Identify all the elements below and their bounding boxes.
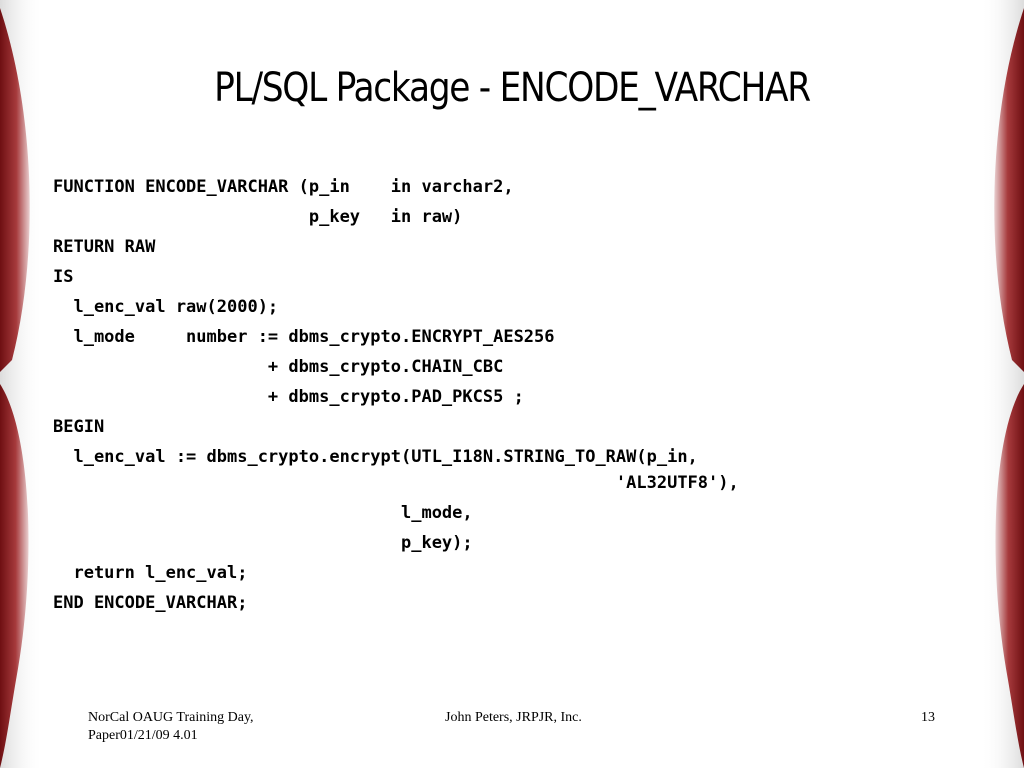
right-lower-swoosh — [995, 384, 1024, 768]
footer-event-info: NorCal OAUG Training Day, Paper01/21/09 … — [88, 709, 348, 745]
left-lower-swoosh — [0, 384, 29, 768]
code-line: l_enc_val := dbms_crypto.encrypt(UTL_I18… — [53, 447, 698, 467]
right-upper-swoosh — [994, 8, 1024, 372]
code-line: IS — [53, 267, 74, 287]
code-line: l_enc_val raw(2000); — [53, 297, 279, 317]
code-line: l_mode, — [53, 503, 473, 523]
code-line: RETURN RAW — [53, 237, 156, 257]
right-side-shade — [980, 0, 1024, 768]
code-line: p_key); — [53, 533, 473, 553]
code-line: p_key in raw) — [53, 207, 463, 227]
footer-author: John Peters, JRPJR, Inc. — [445, 710, 582, 725]
code-line: + dbms_crypto.PAD_PKCS5 ; — [53, 387, 524, 407]
code-line: l_mode number := dbms_crypto.ENCRYPT_AES… — [53, 327, 555, 347]
code-line: BEGIN — [53, 417, 105, 437]
slide-title: PL/SQL Package - ENCODE_VARCHAR — [214, 65, 811, 111]
code-line: + dbms_crypto.CHAIN_CBC — [53, 357, 504, 377]
left-side-shade — [0, 0, 44, 768]
left-upper-swoosh — [0, 8, 30, 372]
footer-event-line: NorCal OAUG Training Day, — [88, 710, 254, 725]
code-line: END ENCODE_VARCHAR; — [53, 593, 248, 613]
code-line: return l_enc_val; — [53, 563, 248, 583]
code-line: 'AL32UTF8'), — [53, 473, 739, 493]
footer-paper-line: Paper01/21/09 4.01 — [88, 728, 198, 743]
code-line: FUNCTION ENCODE_VARCHAR (p_in in varchar… — [53, 177, 514, 197]
slide-number: 13 — [921, 710, 935, 725]
